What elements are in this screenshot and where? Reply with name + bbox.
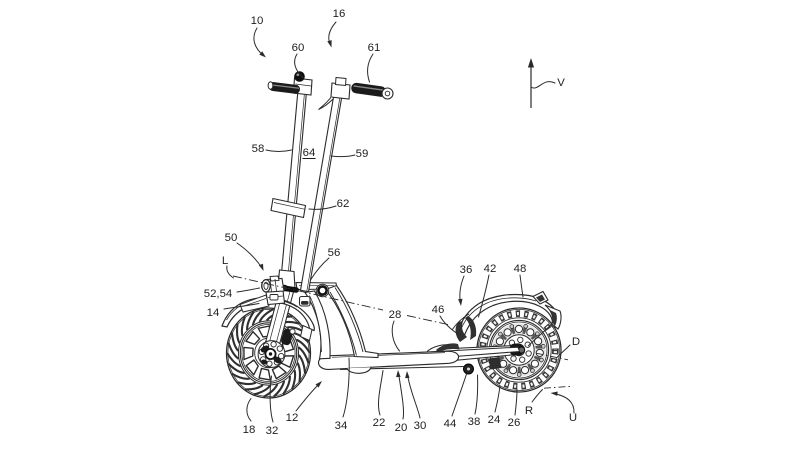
svg-text:48: 48	[514, 263, 527, 275]
svg-text:36: 36	[460, 264, 473, 276]
svg-text:18: 18	[243, 424, 256, 436]
svg-text:D: D	[572, 336, 580, 348]
svg-text:52,54: 52,54	[204, 288, 233, 300]
svg-text:30: 30	[414, 420, 427, 432]
svg-text:14: 14	[207, 307, 220, 319]
svg-text:R: R	[525, 405, 533, 417]
svg-text:61: 61	[368, 42, 381, 54]
svg-text:62: 62	[337, 198, 350, 210]
svg-text:12: 12	[286, 412, 299, 424]
svg-text:26: 26	[508, 417, 521, 429]
svg-text:U: U	[569, 412, 577, 424]
svg-text:24: 24	[488, 414, 501, 426]
svg-text:10: 10	[251, 15, 264, 27]
svg-text:38: 38	[468, 416, 481, 428]
svg-text:16: 16	[333, 8, 346, 20]
svg-text:58: 58	[252, 143, 265, 155]
svg-text:42: 42	[484, 263, 497, 275]
svg-text:59: 59	[356, 148, 369, 160]
svg-text:20: 20	[395, 422, 408, 434]
svg-text:V: V	[557, 77, 565, 89]
svg-text:L: L	[222, 255, 228, 267]
svg-text:22: 22	[373, 417, 386, 429]
svg-text:28: 28	[389, 309, 402, 321]
svg-text:46: 46	[432, 304, 445, 316]
svg-text:50: 50	[225, 232, 238, 244]
svg-text:34: 34	[335, 420, 348, 432]
svg-text:64: 64	[303, 147, 316, 159]
svg-text:44: 44	[444, 418, 457, 430]
svg-text:60: 60	[292, 42, 305, 54]
svg-text:56: 56	[328, 247, 341, 259]
svg-text:32: 32	[266, 425, 279, 437]
